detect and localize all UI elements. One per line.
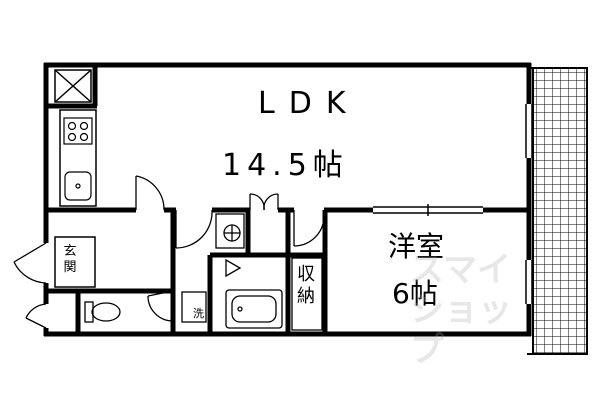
toilet-icon xyxy=(84,301,121,323)
washbasin-icon xyxy=(215,213,245,249)
entrance-box xyxy=(54,236,96,288)
storage-label: 収納 xyxy=(297,264,315,307)
balcony-grid xyxy=(527,67,588,355)
door-swing-icon xyxy=(13,175,325,329)
ldk-size-label: 14.5帖 xyxy=(222,148,349,183)
kitchen-counter xyxy=(59,109,97,207)
interior-window xyxy=(373,204,483,216)
bathtub-icon xyxy=(225,289,283,329)
pipe-shaft xyxy=(54,69,92,103)
stove-icon xyxy=(63,117,93,145)
sink-icon xyxy=(64,171,92,201)
western-room-label: 洋室 xyxy=(388,230,445,263)
interior-walls xyxy=(46,65,529,334)
washer-label: 洗 xyxy=(193,307,204,320)
western-size-label: 6帖 xyxy=(392,277,438,310)
washer-box xyxy=(181,291,207,323)
ldk-label: LDK xyxy=(258,86,360,121)
water-heater-icon xyxy=(225,258,242,278)
entrance-label: 玄関 xyxy=(63,244,77,275)
watermark-logo: スマイショップ xyxy=(410,250,512,370)
storage-closet xyxy=(291,257,323,331)
